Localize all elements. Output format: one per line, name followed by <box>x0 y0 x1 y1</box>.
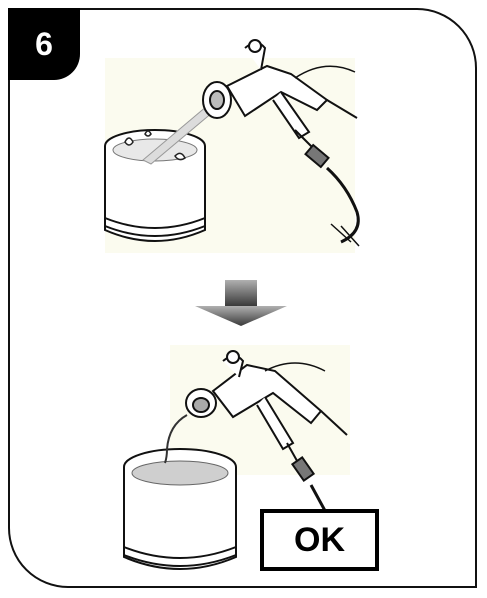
ok-result-label: OK <box>260 509 379 571</box>
spray-into-can-illustration <box>95 38 365 258</box>
down-arrow-icon <box>195 280 287 328</box>
paint-can-icon <box>105 130 205 241</box>
paint-can-icon <box>124 449 236 569</box>
step-number-badge: 6 <box>8 8 80 80</box>
